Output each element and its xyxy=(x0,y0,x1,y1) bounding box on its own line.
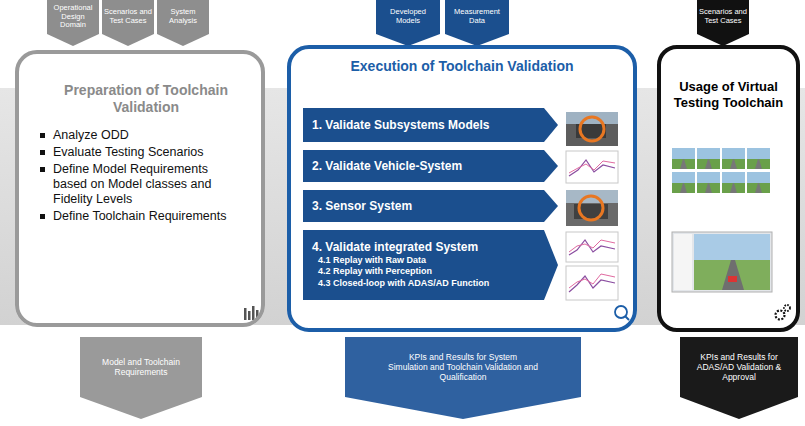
text-holder: 1. Validate Subsystems Models xyxy=(303,108,558,142)
text-holder: Scenarios and Test Cases xyxy=(102,0,154,34)
text-holder: KPIs and Results for ADAS/AD Validation … xyxy=(680,337,798,397)
vehicle-photo xyxy=(566,112,618,146)
sub-step: 4.3 Closed-loop with ADAS/AD Function xyxy=(312,278,538,290)
step-arrow: 3. Sensor System xyxy=(303,190,558,222)
input-tab: Scenarios and Test Cases xyxy=(697,0,749,46)
signal-chart xyxy=(566,151,618,183)
step-arrow: 2. Validate Vehicle-System xyxy=(303,150,558,182)
output-label: KPIs and Results for ADAS/AD Validation … xyxy=(687,352,791,383)
tab-shape xyxy=(157,0,209,46)
logo-icon xyxy=(244,306,259,320)
text-holder: Execution of Toolchain Validation xyxy=(291,49,633,79)
phase-panel: Execution of Toolchain Validation 1. Vali… xyxy=(287,45,637,332)
panel-title: Usage of Virtual Testing Toolchain xyxy=(667,79,790,110)
input-tab: System Analysis xyxy=(157,0,209,46)
panel-fill xyxy=(287,45,637,332)
sub-step: 4.2 Replay with Perception xyxy=(312,266,538,278)
panel-title: Execution of Toolchain Validation xyxy=(299,58,625,75)
out-shape xyxy=(680,337,798,419)
bar-shape xyxy=(303,108,558,142)
bar-shape xyxy=(303,150,558,182)
input-tab: Measurement Data xyxy=(445,0,509,46)
input-tab: Developed Models xyxy=(376,0,440,46)
bullet-item: Analyze ODD xyxy=(53,128,239,143)
step-arrow: 1. Validate Subsystems Models xyxy=(303,108,558,142)
magnifier-icon xyxy=(615,306,629,320)
tab-shape xyxy=(697,0,749,46)
tab-label: Operational Design Domain xyxy=(49,4,97,30)
output-label: KPIs and Results for System Simulation a… xyxy=(388,352,538,383)
text-holder: System Analysis xyxy=(157,0,209,34)
text-holder: KPIs and Results for System Simulation a… xyxy=(345,337,581,397)
panel-title: Preparation of Toolchain Validation xyxy=(53,82,239,116)
panel-fill xyxy=(657,45,800,332)
tab-label: Scenarios and Test Cases xyxy=(699,8,747,25)
text-holder: 2. Validate Vehicle-System xyxy=(303,150,558,182)
signal-chart xyxy=(566,266,618,300)
text-holder: Operational Design Domain xyxy=(47,0,99,34)
step-label: 1. Validate Subsystems Models xyxy=(312,118,538,132)
text-holder: Preparation of Toolchain ValidationAnaly… xyxy=(19,54,261,236)
panel-fill xyxy=(15,50,265,327)
text-holder: 3. Sensor System xyxy=(303,190,558,222)
bullet-item: Define Toolchain Requirements xyxy=(53,209,239,224)
output-arrow: KPIs and Results for ADAS/AD Validation … xyxy=(680,337,798,419)
text-holder: 4. Validate integrated System4.1 Replay … xyxy=(303,230,558,300)
text-holder: Model and Toolchain Requirements xyxy=(80,337,202,397)
bar-shape xyxy=(303,190,558,222)
tab-shape xyxy=(102,0,154,46)
out-outline xyxy=(80,337,202,419)
text-holder: Scenarios and Test Cases xyxy=(697,0,749,34)
output-arrow: Model and Toolchain Requirements xyxy=(80,337,202,419)
tab-shape xyxy=(376,0,440,46)
text-holder: Usage of Virtual Testing Toolchain xyxy=(661,49,796,114)
text-holder: Developed Models xyxy=(376,0,440,34)
tab-label: System Analysis xyxy=(159,8,207,25)
sensor-photo xyxy=(566,190,618,226)
tab-label: Scenarios and Test Cases xyxy=(104,8,152,25)
step-label: 3. Sensor System xyxy=(312,199,538,213)
signal-chart xyxy=(566,232,618,262)
output-arrow: KPIs and Results for System Simulation a… xyxy=(345,337,581,419)
out-shape xyxy=(80,337,202,419)
bullet-item: Define Model Requirements based on Model… xyxy=(53,162,239,207)
output-label: Model and Toolchain Requirements xyxy=(91,357,191,377)
tab-label: Developed Models xyxy=(378,8,438,25)
bar-shape xyxy=(303,230,558,300)
text-holder: Measurement Data xyxy=(445,0,509,34)
sub-step: 4.1 Replay with Raw Data xyxy=(312,255,538,267)
gears-icon xyxy=(776,305,791,320)
scenario-grid xyxy=(672,148,770,193)
tab-label: Measurement Data xyxy=(447,8,507,25)
simulation-screenshot xyxy=(672,232,772,292)
input-tab: Operational Design Domain xyxy=(47,0,99,46)
phase-panel: Usage of Virtual Testing Toolchain xyxy=(657,45,800,332)
phase-panel: Preparation of Toolchain ValidationAnaly… xyxy=(15,50,265,327)
step-label: 2. Validate Vehicle-System xyxy=(312,159,538,173)
tab-shape xyxy=(445,0,509,46)
out-shape xyxy=(345,337,581,419)
tab-shape xyxy=(47,0,99,46)
step-arrow: 4. Validate integrated System4.1 Replay … xyxy=(303,230,558,300)
bullet-item: Evaluate Testing Scenarios xyxy=(53,145,239,160)
input-tab: Scenarios and Test Cases xyxy=(102,0,154,46)
step-label: 4. Validate integrated System xyxy=(312,240,538,254)
